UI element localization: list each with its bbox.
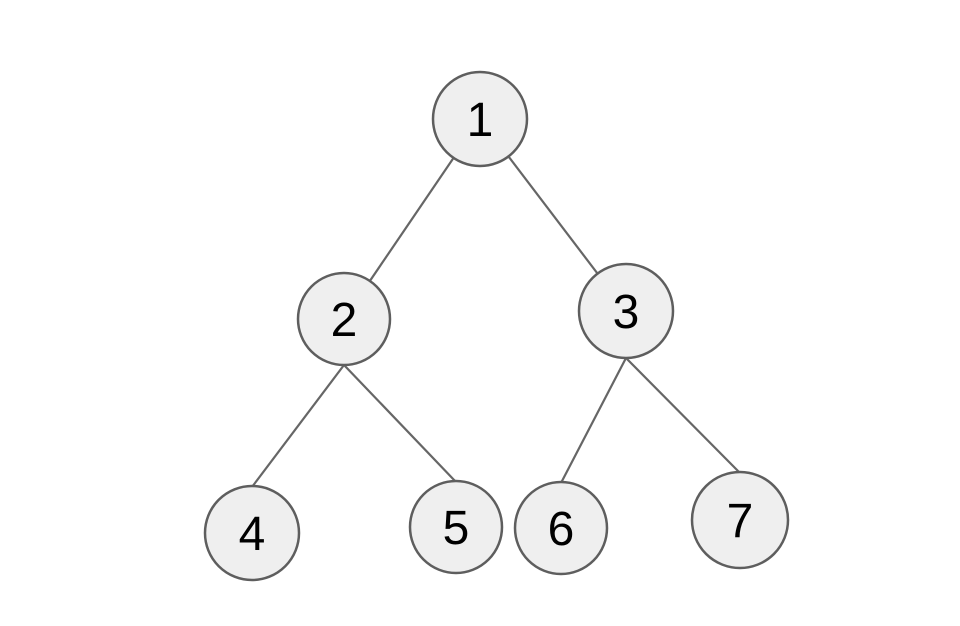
tree-node-circle-2 xyxy=(296,271,392,367)
tree-node-label-5: 5 xyxy=(443,502,470,555)
tree-node-label-6: 6 xyxy=(548,503,575,556)
tree-node-circle-7 xyxy=(690,470,790,570)
tree-node-circle-5 xyxy=(408,479,504,575)
tree-node-label-7: 7 xyxy=(727,495,754,548)
tree-node-circle-1 xyxy=(431,70,529,168)
tree-node-circle-3 xyxy=(577,262,675,360)
tree-edge-2-5 xyxy=(343,364,457,483)
tree-node-circle-4 xyxy=(203,484,301,582)
tree-node-circle-6 xyxy=(513,480,609,576)
tree-edge-3-6 xyxy=(560,357,627,484)
tree-edge-3-7 xyxy=(625,357,741,474)
tree-node-7: 7 xyxy=(690,470,790,570)
tree-node-3: 3 xyxy=(577,262,675,360)
tree-node-6: 6 xyxy=(513,480,609,576)
tree-node-label-3: 3 xyxy=(613,286,640,339)
tree-node-5: 5 xyxy=(408,479,504,575)
tree-node-1: 1 xyxy=(431,70,529,168)
tree-edge-2-4 xyxy=(251,364,345,488)
tree-node-4: 4 xyxy=(203,484,301,582)
tree-node-label-4: 4 xyxy=(239,508,266,561)
tree-node-2: 2 xyxy=(296,271,392,367)
tree-nodes-layer: 1 2 3 4 5 6 7 xyxy=(203,70,790,582)
tree-node-label-2: 2 xyxy=(331,294,358,347)
tree-node-label-1: 1 xyxy=(467,94,494,147)
